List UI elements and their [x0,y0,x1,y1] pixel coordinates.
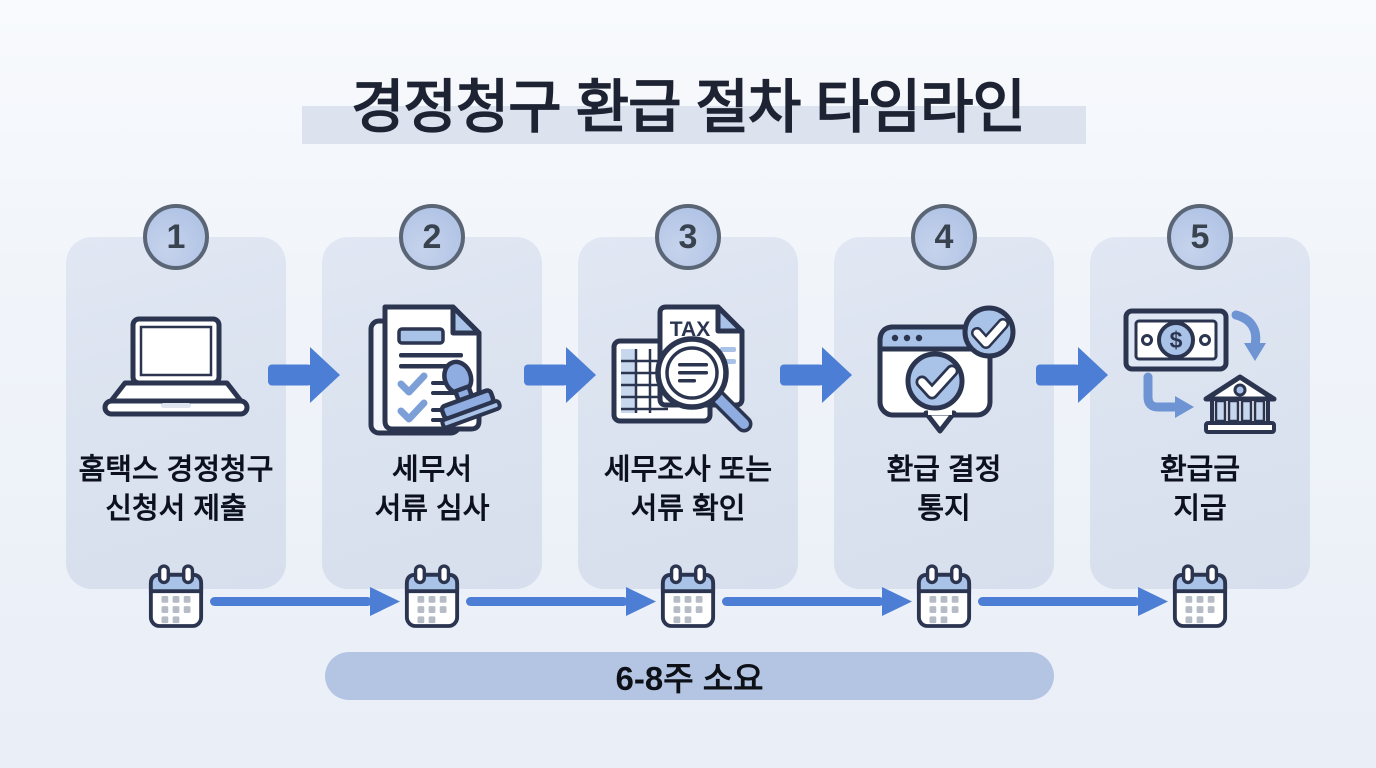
step-3-number-badge: 3 [655,204,721,270]
laptop-icon [66,295,286,447]
step-1-label: 홈택스 경정청구 신청서 제출 [66,451,286,529]
calendar-icon [403,564,461,630]
dollar-sign: $ [1170,327,1183,353]
timeline-arrow-icon [210,585,400,618]
step-label-line2: 신청서 제출 [105,492,247,525]
step-number: 2 [422,217,442,256]
step-label-line2: 서류 심사 [374,492,490,525]
step-label-line1: 세무서 [391,454,473,486]
tax-document-label: TAX [670,318,710,341]
step-4-label: 환급 결정 통지 [834,451,1054,529]
page-title: 경정청구 환급 절차 타임라인 [351,75,1026,140]
step-4-number-badge: 4 [911,204,977,270]
step-number: 5 [1190,217,1210,256]
step-label-line1: 환급 결정 [886,454,1002,486]
step-number: 1 [166,217,186,256]
step-1-number-badge: 1 [143,204,209,270]
tax-audit-magnifier-icon: TAX [578,295,798,447]
calendar-icon [147,564,205,630]
step-label-line2: 서류 확인 [630,492,746,525]
step-card-2: 2 [322,204,542,589]
timeline-arrow-icon [466,585,656,618]
calendar-icon [659,564,717,630]
step-5-number-badge: 5 [1167,204,1233,270]
duration-text: 6-8주 소요 [615,660,764,697]
step-label-line1: 환급금 [1159,454,1241,486]
title-highlight-band [302,106,1086,144]
step-card-5: 5 $ [1090,204,1310,589]
step-card-3: 3 TAX [578,204,798,589]
timeline-arrow-icon [978,585,1168,618]
document-stamp-icon [322,295,542,447]
step-label-line1: 홈택스 경정청구 [78,454,274,486]
step-5-label: 환급금 지급 [1090,451,1310,529]
step-label-line2: 통지 [917,492,971,525]
step-card-1: 1 홈택스 경정청구 신청서 제출 [66,204,286,589]
calendar-icon [1171,564,1229,630]
arrow-right-icon [1036,347,1108,403]
step-number: 3 [678,217,698,256]
step-card-4: 4 환급 결정 통지 [834,204,1054,589]
timeline-arrow-icon [722,585,912,618]
step-number: 4 [934,217,954,256]
duration-badge: 6-8주 소요 [325,652,1054,700]
step-3-label: 세무조사 또는 서류 확인 [578,451,798,529]
step-2-number-badge: 2 [399,204,465,270]
step-label-line1: 세무조사 또는 [603,454,773,486]
arrow-right-icon [268,347,340,403]
money-to-bank-icon: $ [1090,295,1310,447]
step-label-line2: 지급 [1173,492,1227,525]
notification-check-icon [834,295,1054,447]
arrow-right-icon [524,347,596,403]
calendar-icon [915,564,973,630]
step-2-label: 세무서 서류 심사 [322,451,542,529]
arrow-right-icon [780,347,852,403]
